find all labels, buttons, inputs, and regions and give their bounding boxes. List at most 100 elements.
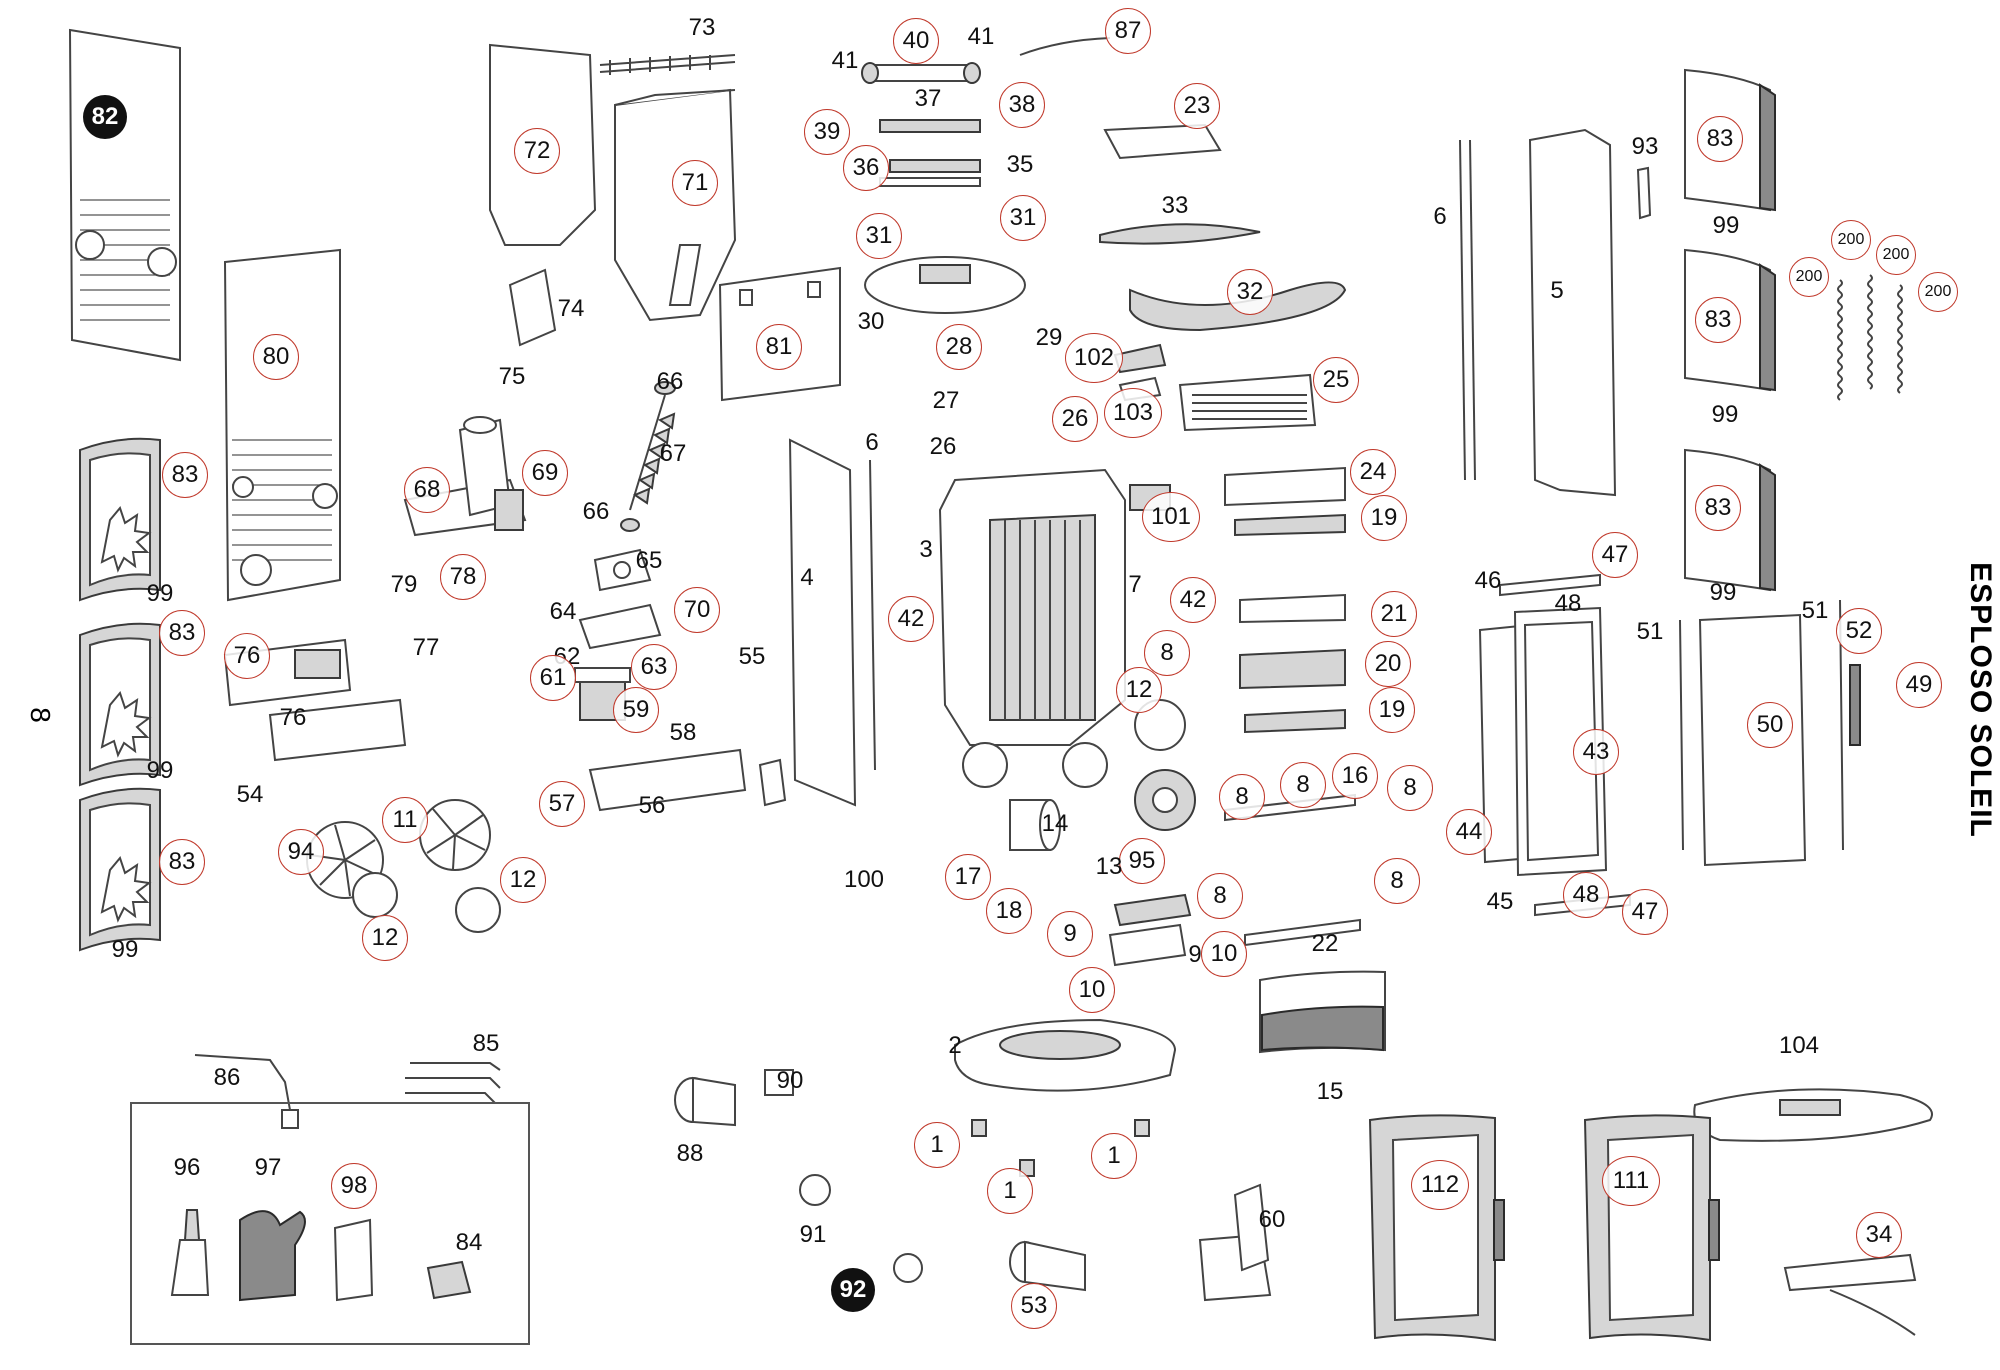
part-label-p112: 112 bbox=[1411, 1160, 1469, 1210]
part-label-p40: 40 bbox=[893, 18, 939, 64]
part-label-p64: 64 bbox=[549, 598, 577, 625]
part-label-p61: 61 bbox=[530, 655, 576, 701]
part-label-p99c: 99 bbox=[111, 936, 139, 963]
part-label-p97: 97 bbox=[254, 1154, 282, 1181]
exhaust-57-56 bbox=[588, 748, 787, 812]
top-cover-30 bbox=[864, 256, 1026, 314]
part-label-p41b: 41 bbox=[967, 23, 995, 50]
part-label-p22: 22 bbox=[1311, 930, 1339, 957]
side-mark: 8 bbox=[25, 707, 56, 723]
part-label-p56: 56 bbox=[638, 792, 666, 819]
accessories-box bbox=[130, 1102, 530, 1345]
part-label-p1a: 1 bbox=[914, 1122, 960, 1168]
part-label-p99f: 99 bbox=[1709, 579, 1737, 606]
part-label-p71: 71 bbox=[672, 160, 718, 206]
part-label-p8c: 8 bbox=[1280, 762, 1326, 808]
part-label-p83d: 83 bbox=[1697, 116, 1743, 162]
part-label-p19a: 19 bbox=[1361, 495, 1407, 541]
part-label-p2: 2 bbox=[948, 1032, 962, 1059]
part-label-p54: 54 bbox=[236, 781, 264, 808]
part-label-p68: 68 bbox=[404, 467, 450, 513]
scraper-96 bbox=[170, 1209, 210, 1296]
part-label-p45: 45 bbox=[1486, 888, 1514, 915]
handle-49 bbox=[1849, 664, 1861, 746]
part-label-p10b: 10 bbox=[1069, 967, 1115, 1013]
part-label-p31b: 31 bbox=[1000, 195, 1046, 241]
part-label-p47a: 47 bbox=[1592, 532, 1638, 578]
side-ceramic-left-1 bbox=[79, 437, 161, 602]
part-label-p103: 103 bbox=[1104, 388, 1162, 438]
part-label-p13: 13 bbox=[1095, 853, 1123, 880]
bracket-74 bbox=[508, 268, 557, 347]
glass-15 bbox=[1259, 970, 1386, 1054]
auger-housing-60 bbox=[1198, 1183, 1272, 1302]
part-label-p12a: 12 bbox=[500, 857, 546, 903]
part-label-p1c: 1 bbox=[987, 1168, 1033, 1214]
part-label-p83a: 83 bbox=[162, 452, 208, 498]
part-label-p92: 92 bbox=[831, 1268, 875, 1312]
part-label-p200c: 200 bbox=[1789, 257, 1829, 297]
springs-200 bbox=[1837, 274, 1903, 401]
part-label-p51b: 51 bbox=[1636, 618, 1664, 645]
part-label-p47b: 47 bbox=[1622, 889, 1668, 935]
part-label-p34: 34 bbox=[1856, 1212, 1902, 1258]
part-label-p3: 3 bbox=[919, 536, 933, 563]
part-label-p99e: 99 bbox=[1711, 401, 1739, 428]
part-label-p80: 80 bbox=[253, 334, 299, 380]
door-112 bbox=[1368, 1114, 1505, 1342]
top-33 bbox=[1099, 223, 1261, 245]
ring-91 bbox=[799, 1174, 831, 1206]
part-label-p8e: 8 bbox=[1197, 873, 1243, 919]
part-label-p42a: 42 bbox=[888, 596, 934, 642]
cable-86 bbox=[194, 1054, 299, 1129]
side-panel-4 bbox=[788, 438, 857, 807]
part-label-p87: 87 bbox=[1105, 8, 1151, 54]
part-label-p25: 25 bbox=[1313, 357, 1359, 403]
part-label-p26a: 26 bbox=[929, 433, 957, 460]
part-label-p76a: 76 bbox=[224, 633, 270, 679]
part-label-p200a: 200 bbox=[1831, 220, 1871, 260]
rear-panel-80 bbox=[223, 248, 341, 602]
part-label-p35: 35 bbox=[1006, 151, 1034, 178]
part-label-p9a: 9 bbox=[1047, 911, 1093, 957]
part-label-p12b: 12 bbox=[362, 915, 408, 961]
part-label-p88: 88 bbox=[676, 1140, 704, 1167]
part-label-p82: 82 bbox=[83, 95, 127, 139]
part-label-p5: 5 bbox=[1550, 277, 1564, 304]
part-label-p84: 84 bbox=[455, 1229, 483, 1256]
base-2 bbox=[954, 1018, 1177, 1092]
part-label-p24: 24 bbox=[1350, 449, 1396, 495]
auger-screw-67 bbox=[620, 381, 676, 532]
part-label-p19b: 19 bbox=[1369, 687, 1415, 733]
gasket-92 bbox=[893, 1253, 923, 1283]
remote-84 bbox=[426, 1260, 472, 1300]
part-label-p31a: 31 bbox=[856, 213, 902, 259]
part-label-p1b: 1 bbox=[1091, 1133, 1137, 1179]
glass-23 bbox=[1103, 123, 1222, 160]
part-label-p55: 55 bbox=[738, 643, 766, 670]
part-label-p53: 53 bbox=[1011, 1283, 1057, 1329]
hopper-71 bbox=[614, 88, 737, 322]
part-label-p28: 28 bbox=[936, 324, 982, 370]
box-9-10 bbox=[1108, 893, 1192, 967]
part-label-p67: 67 bbox=[659, 440, 687, 467]
part-label-p18: 18 bbox=[986, 888, 1032, 934]
part-label-p57: 57 bbox=[539, 781, 585, 827]
part-label-p99a: 99 bbox=[146, 580, 174, 607]
part-label-p66b: 66 bbox=[582, 498, 610, 525]
part-93 bbox=[1636, 166, 1652, 220]
part-label-p75: 75 bbox=[498, 363, 526, 390]
part-label-p90: 90 bbox=[776, 1067, 804, 1094]
part-label-p10a: 10 bbox=[1201, 931, 1247, 977]
part-label-p42b: 42 bbox=[1170, 577, 1216, 623]
top-104 bbox=[1693, 1088, 1933, 1142]
part-label-p44: 44 bbox=[1446, 809, 1492, 855]
bars-24-19-21-20-19 bbox=[1224, 466, 1346, 734]
auger-housing-68 bbox=[403, 416, 527, 537]
part-label-p43: 43 bbox=[1573, 729, 1619, 775]
grille-25 bbox=[1178, 373, 1317, 432]
part-label-p46: 46 bbox=[1474, 567, 1502, 594]
part-label-p36: 36 bbox=[843, 145, 889, 191]
part-label-p83e: 83 bbox=[1695, 297, 1741, 343]
